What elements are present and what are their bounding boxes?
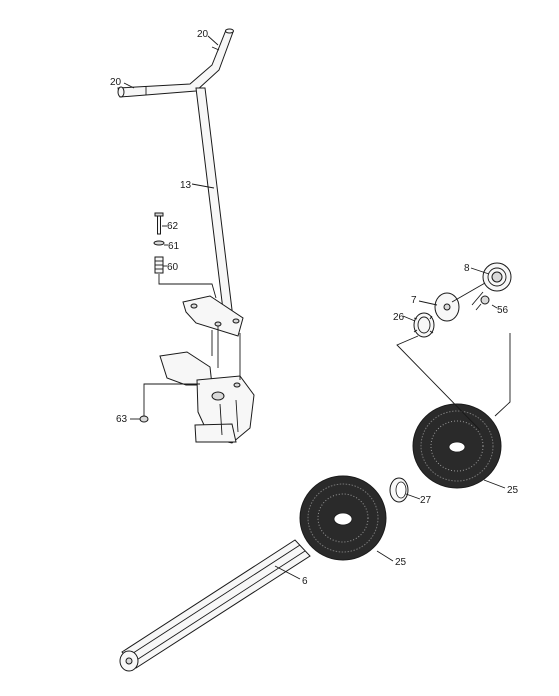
spacer-60 [154, 256, 164, 274]
callout-13: 13 [180, 180, 192, 191]
callout-26: 26 [393, 312, 405, 323]
callout-20-upper: 20 [197, 29, 209, 40]
callouts: 20 20 13 62 61 60 63 8 7 56 26 25 27 25 … [110, 29, 519, 587]
gear-hub-26 [413, 312, 435, 338]
brush-25-upper [412, 403, 502, 489]
nut-63 [139, 415, 149, 423]
bolt-62 [154, 212, 164, 235]
brush-25-lower [299, 475, 387, 561]
callout-27: 27 [420, 495, 432, 506]
assembly-guide-lines [143, 274, 511, 431]
callout-60: 60 [167, 262, 179, 273]
handle-tube [195, 87, 234, 319]
callout-62: 62 [167, 221, 179, 232]
screw-56 [475, 295, 490, 311]
callout-20-left: 20 [110, 77, 122, 88]
callout-56: 56 [497, 305, 509, 316]
callout-6: 6 [302, 576, 308, 587]
callout-7: 7 [411, 295, 417, 306]
callout-25-lower: 25 [395, 557, 407, 568]
ring-27 [389, 477, 409, 503]
drive-plate-7 [434, 292, 460, 322]
callout-8: 8 [464, 263, 470, 274]
mounting-bracket [182, 295, 244, 337]
callout-25-upper: 25 [507, 485, 519, 496]
leader-lines [123, 35, 506, 580]
washer-61 [153, 240, 165, 246]
callout-63: 63 [116, 414, 128, 425]
flange-8 [482, 262, 512, 292]
handlebar [117, 28, 234, 98]
clamp-assembly [159, 351, 255, 444]
callout-61: 61 [168, 241, 180, 252]
shaft-6 [119, 539, 311, 672]
